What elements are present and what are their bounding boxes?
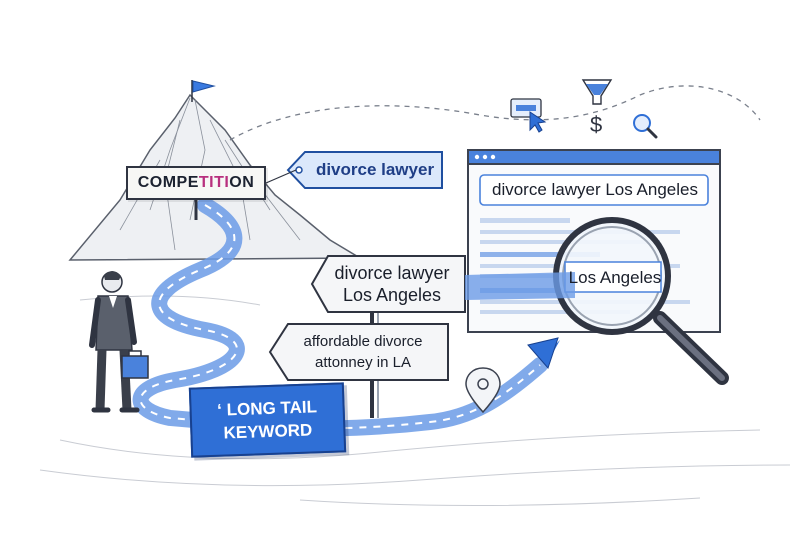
svg-text:$: $ [590,112,602,137]
long-tail-keyword-sign [268,323,449,381]
long-tail-line2: KEYWORD [223,420,313,443]
long-tail-keyword-banner: ‘ LONG TAIL KEYWORD [188,382,347,458]
long-tail-keyword-sign-label: affordable divorce attonney in LA [288,326,438,378]
competition-highlight: TITI [198,174,230,191]
competition-suffix: ON [229,174,255,191]
dashed-journey-path [229,85,761,141]
funnel-icon [581,79,613,105]
dollar-icon: $ [590,112,602,137]
city-keyword-sign [310,255,575,418]
search-icon [633,114,658,139]
businessman [89,271,140,413]
winding-road [132,197,548,437]
briefcase-icon [121,350,149,379]
magnifying-glass [553,217,729,385]
location-pin-icon [465,367,501,414]
long-tail-line1-text: LONG TAIL [226,397,318,420]
trend-arrow-icon [527,337,560,369]
magnified-location-text: Los Angeles [568,268,662,287]
keyword-tag-label: divorce lawyer [315,160,435,179]
keyword-tag [265,151,443,189]
cursor-icon [510,98,547,133]
city-sign-line2: Los Angeles [342,285,442,305]
afford-sign-line2: attonney in LA [315,354,411,371]
city-keyword-sign-label: divorce lawyer Los Angeles [322,258,462,310]
competition-prefix: COMPE [137,174,199,191]
search-query-text: divorce lawyer Los Angeles [491,180,698,199]
quote-mark: ‘ [216,400,223,420]
flag-icon [191,80,216,102]
afford-sign-line1: affordable divorce [303,333,423,350]
city-sign-line1: divorce lawyer [334,263,450,283]
